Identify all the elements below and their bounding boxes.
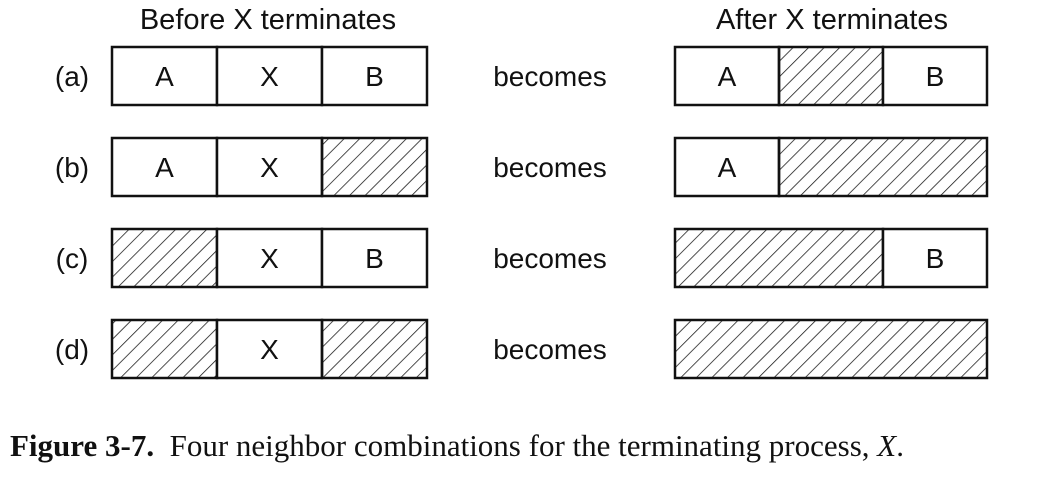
before-cell	[215, 45, 324, 107]
before-cell	[110, 136, 219, 198]
figure-caption: Figure 3-7. Four neighbor combinations f…	[10, 428, 904, 464]
after-cell	[881, 227, 989, 289]
before-cell	[215, 227, 324, 289]
before-cell-label: X	[260, 152, 279, 183]
becomes-label: becomes	[493, 152, 607, 183]
before-cell-label: B	[365, 243, 384, 274]
after-box: B	[673, 227, 989, 289]
before-box: X	[110, 318, 429, 380]
after-free-region	[777, 136, 989, 198]
becomes-label: becomes	[493, 334, 607, 365]
header-before: Before X terminates	[140, 4, 396, 36]
before-cell-label: A	[155, 61, 174, 92]
before-cell-label: X	[260, 334, 279, 365]
before-cell	[110, 45, 219, 107]
caption-label: Figure 3-7.	[10, 428, 155, 463]
before-free-region	[110, 318, 219, 380]
header-after: After X terminates	[716, 4, 948, 36]
after-cell-label: A	[718, 61, 737, 92]
before-free-region	[110, 227, 219, 289]
row-label: (b)	[55, 152, 89, 183]
row-label: (a)	[55, 61, 89, 92]
after-box	[673, 318, 989, 380]
after-free-region	[673, 318, 989, 380]
after-cell-label: A	[718, 152, 737, 183]
after-cell	[673, 136, 781, 198]
before-cell-label: A	[155, 152, 174, 183]
row-label: (d)	[55, 334, 89, 365]
before-cell	[320, 227, 429, 289]
before-cell-label: B	[365, 61, 384, 92]
after-cell-label: B	[926, 243, 945, 274]
caption-text: Four neighbor combinations for the termi…	[169, 428, 878, 463]
after-free-region	[777, 45, 885, 107]
caption-variable: X	[877, 428, 897, 463]
after-cell	[881, 45, 989, 107]
becomes-label: becomes	[493, 243, 607, 274]
before-cell	[215, 318, 324, 380]
neighbor-combinations-diagram: Before X terminates After X terminates (…	[55, 4, 989, 380]
becomes-label: becomes	[493, 61, 607, 92]
caption-end: .	[896, 428, 904, 463]
before-cell	[215, 136, 324, 198]
before-cell	[320, 45, 429, 107]
before-free-region	[320, 318, 429, 380]
before-free-region	[320, 136, 429, 198]
after-box: A	[673, 136, 989, 198]
row-label: (c)	[56, 243, 89, 274]
after-free-region	[673, 227, 885, 289]
before-cell-label: X	[260, 61, 279, 92]
after-cell-label: B	[926, 61, 945, 92]
before-cell-label: X	[260, 243, 279, 274]
